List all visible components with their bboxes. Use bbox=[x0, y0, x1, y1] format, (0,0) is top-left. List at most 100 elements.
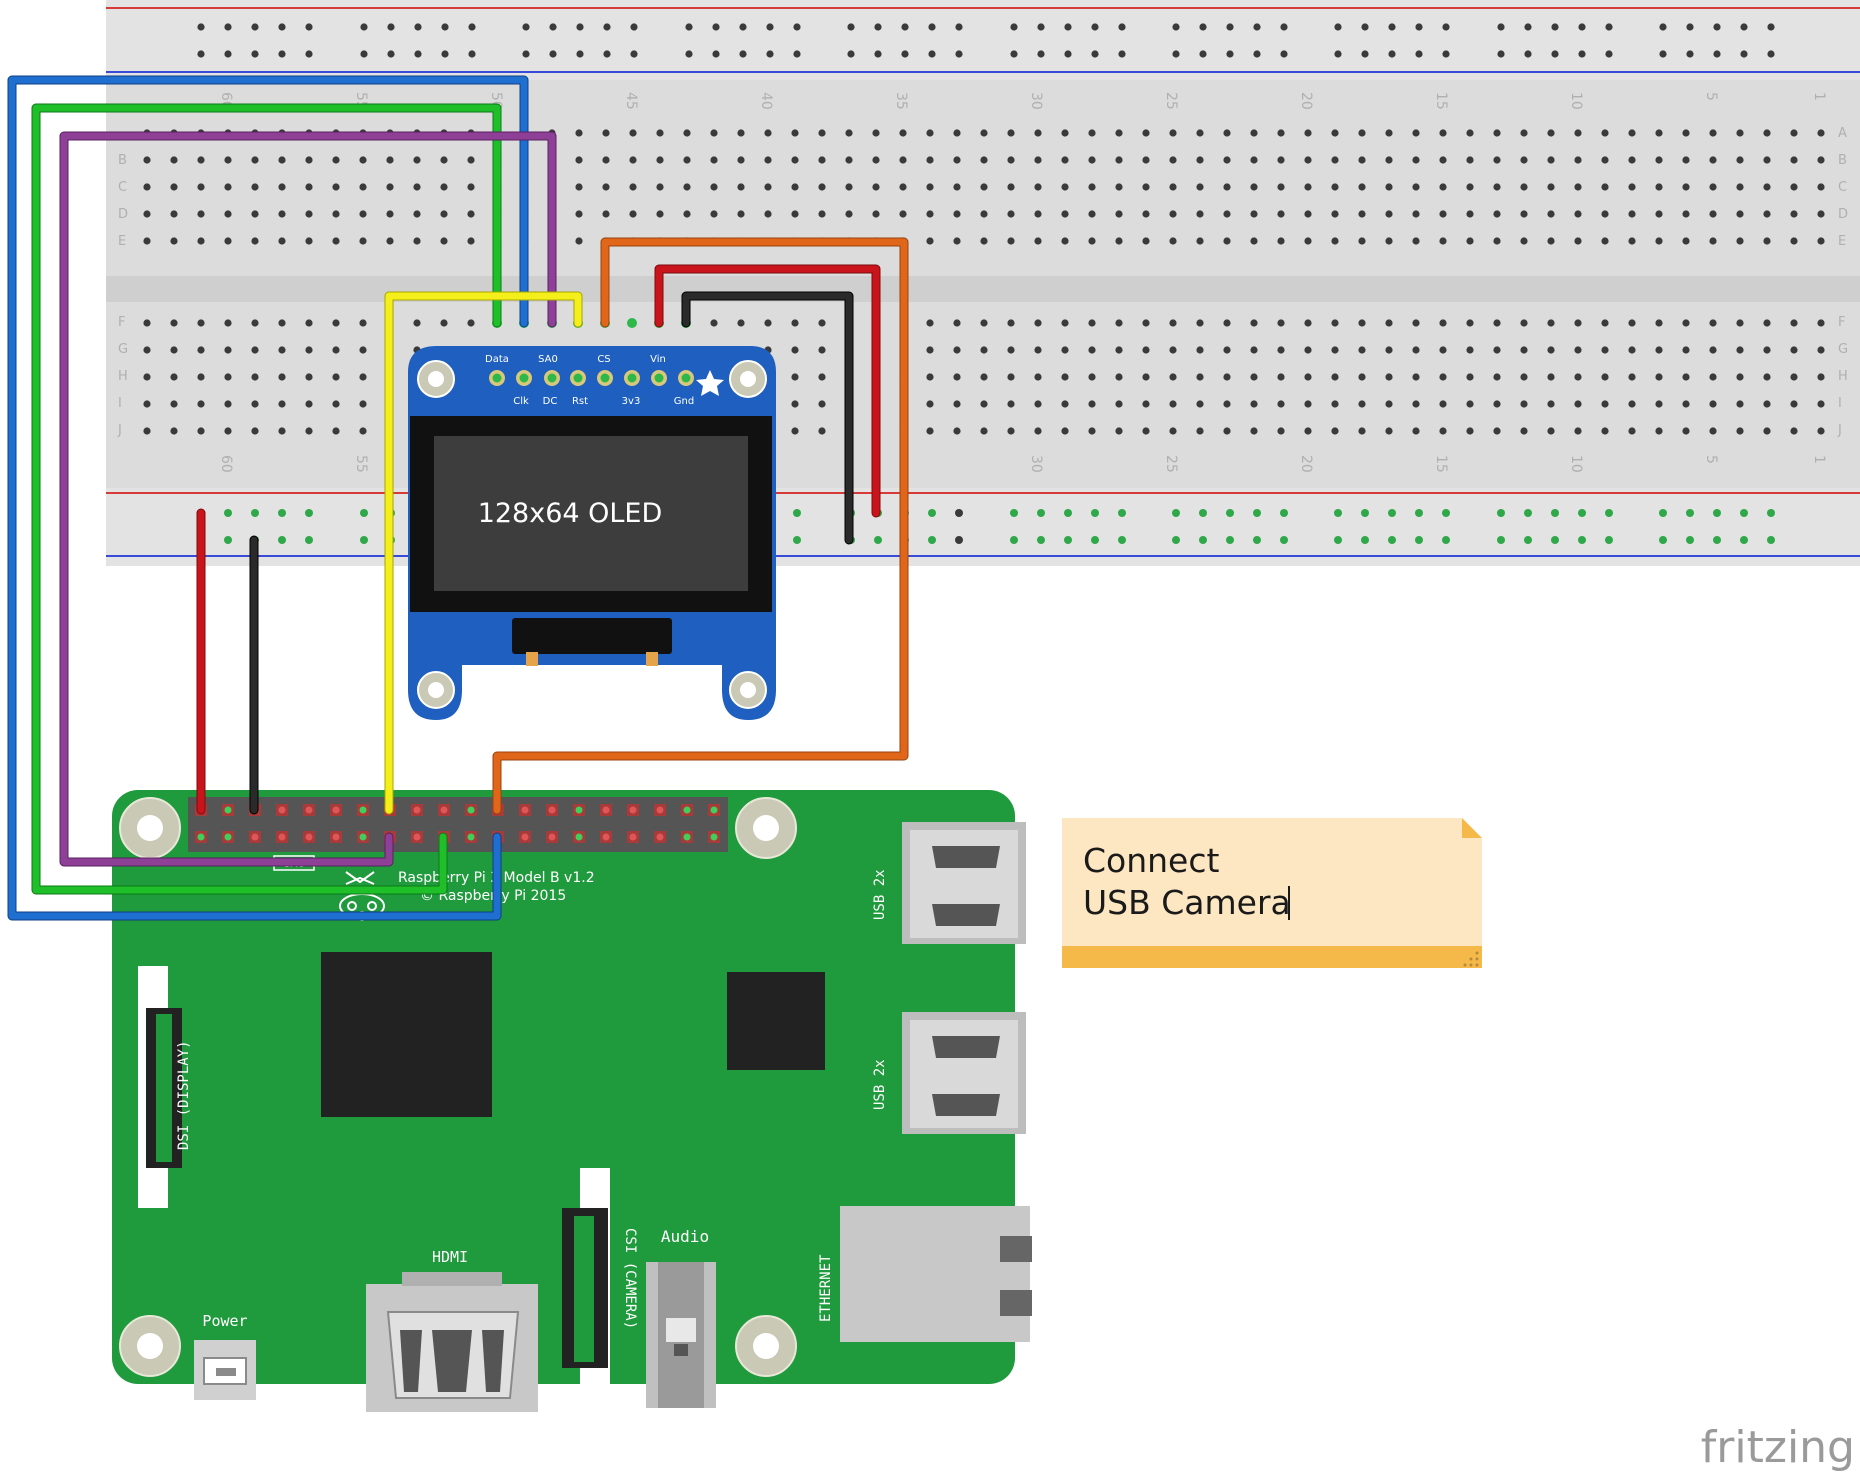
breadboard-hole bbox=[305, 319, 313, 327]
breadboard-hole bbox=[1277, 183, 1285, 191]
breadboard-hole bbox=[170, 183, 178, 191]
breadboard-hole bbox=[629, 156, 637, 164]
breadboard-hole bbox=[710, 129, 718, 137]
breadboard-hole bbox=[1709, 183, 1717, 191]
breadboard-hole bbox=[899, 210, 907, 218]
breadboard-hole bbox=[926, 373, 934, 381]
rail-hole bbox=[1010, 23, 1018, 31]
rail-hole bbox=[928, 509, 936, 517]
breadboard-hole bbox=[1628, 427, 1636, 435]
rail-hole bbox=[305, 23, 313, 31]
breadboard-hole bbox=[1250, 129, 1258, 137]
breadboard-hole bbox=[440, 237, 448, 245]
rail-hole bbox=[874, 23, 882, 31]
breadboard-hole bbox=[278, 237, 286, 245]
breadboard-hole bbox=[1304, 156, 1312, 164]
row-letter-b-right: B bbox=[1838, 153, 1847, 168]
rail-hole bbox=[1334, 23, 1342, 31]
breadboard-hole bbox=[170, 427, 178, 435]
rail-hole bbox=[360, 23, 368, 31]
mount-hole-tl bbox=[137, 815, 163, 841]
breadboard-hole bbox=[305, 427, 313, 435]
breadboard-hole bbox=[1196, 346, 1204, 354]
breadboard-hole bbox=[1736, 400, 1744, 408]
rail-hole bbox=[1226, 50, 1234, 58]
breadboard-hole bbox=[656, 183, 664, 191]
breadboard-hole bbox=[1061, 373, 1069, 381]
usb-port-2 bbox=[902, 1012, 1026, 1134]
breadboard-hole bbox=[1628, 373, 1636, 381]
breadboard-hole bbox=[413, 210, 421, 218]
rail-hole bbox=[468, 50, 476, 58]
breadboard-hole bbox=[1007, 400, 1015, 408]
breadboard-hole bbox=[845, 183, 853, 191]
note[interactable]: Connect USB Camera bbox=[1062, 818, 1482, 968]
usb-label-1: USB 2x bbox=[872, 869, 888, 920]
column-number-20-top: 20 bbox=[1298, 92, 1314, 110]
rail-hole bbox=[224, 509, 232, 517]
breadboard-hole bbox=[1088, 373, 1096, 381]
breadboard-hole bbox=[1790, 346, 1798, 354]
rail-hole bbox=[197, 23, 205, 31]
breadboard-hole bbox=[791, 183, 799, 191]
breadboard-hole bbox=[1304, 427, 1312, 435]
breadboard-hole bbox=[1520, 210, 1528, 218]
breadboard-hole bbox=[980, 183, 988, 191]
breadboard-hole bbox=[224, 427, 232, 435]
rail-hole bbox=[1334, 536, 1342, 544]
breadboard-hole bbox=[1061, 346, 1069, 354]
breadboard-hole bbox=[1223, 129, 1231, 137]
breadboard-hole bbox=[764, 319, 772, 327]
rail-hole bbox=[278, 50, 286, 58]
column-number-35-top: 35 bbox=[893, 92, 909, 110]
breadboard-hole bbox=[1520, 346, 1528, 354]
breadboard-hole bbox=[1763, 346, 1771, 354]
breadboard-hole bbox=[332, 156, 340, 164]
rail-hole bbox=[224, 50, 232, 58]
breadboard-hole bbox=[1736, 346, 1744, 354]
breadboard-hole bbox=[1439, 129, 1447, 137]
oled-pin-center bbox=[492, 373, 502, 383]
breadboard-hole bbox=[197, 373, 205, 381]
rail-hole bbox=[251, 50, 259, 58]
breadboard-hole bbox=[1682, 183, 1690, 191]
rail-hole bbox=[1578, 536, 1586, 544]
breadboard-hole bbox=[1736, 210, 1744, 218]
breadboard-hole bbox=[413, 183, 421, 191]
rail-hole bbox=[522, 50, 530, 58]
rail-hole bbox=[1388, 50, 1396, 58]
breadboard-hole bbox=[1223, 427, 1231, 435]
row-letter-f-right: F bbox=[1838, 315, 1845, 330]
note-resize-grip-icon[interactable] bbox=[1463, 951, 1479, 967]
breadboard-hole bbox=[1007, 373, 1015, 381]
breadboard-hole bbox=[1466, 237, 1474, 245]
breadboard-hole bbox=[359, 183, 367, 191]
rail-hole bbox=[1091, 23, 1099, 31]
breadboard-hole bbox=[1358, 346, 1366, 354]
rail-hole bbox=[1280, 50, 1288, 58]
rail-hole bbox=[793, 50, 801, 58]
breadboard-hole bbox=[386, 210, 394, 218]
breadboard-hole bbox=[386, 237, 394, 245]
breadboard-hole bbox=[953, 346, 961, 354]
breadboard-hole bbox=[1223, 183, 1231, 191]
breadboard-hole-active bbox=[627, 318, 637, 328]
mount-hole-tr bbox=[753, 815, 779, 841]
breadboard-hole bbox=[1628, 156, 1636, 164]
breadboard-hole bbox=[1385, 346, 1393, 354]
oled-screen-label: 128x64 OLED bbox=[478, 498, 663, 529]
breadboard-hole bbox=[1088, 183, 1096, 191]
wires bbox=[7, 75, 909, 921]
breadboard-hole bbox=[1790, 427, 1798, 435]
breadboard-hole bbox=[1223, 319, 1231, 327]
breadboard-hole bbox=[1358, 400, 1366, 408]
rail-hole bbox=[793, 509, 801, 517]
breadboard-hole bbox=[1763, 237, 1771, 245]
breadboard-hole bbox=[332, 210, 340, 218]
breadboard-hole bbox=[791, 346, 799, 354]
breadboard-hole bbox=[980, 237, 988, 245]
breadboard-hole bbox=[1817, 400, 1825, 408]
breadboard-hole bbox=[1277, 427, 1285, 435]
breadboard-hole bbox=[305, 237, 313, 245]
breadboard-hole bbox=[1088, 210, 1096, 218]
